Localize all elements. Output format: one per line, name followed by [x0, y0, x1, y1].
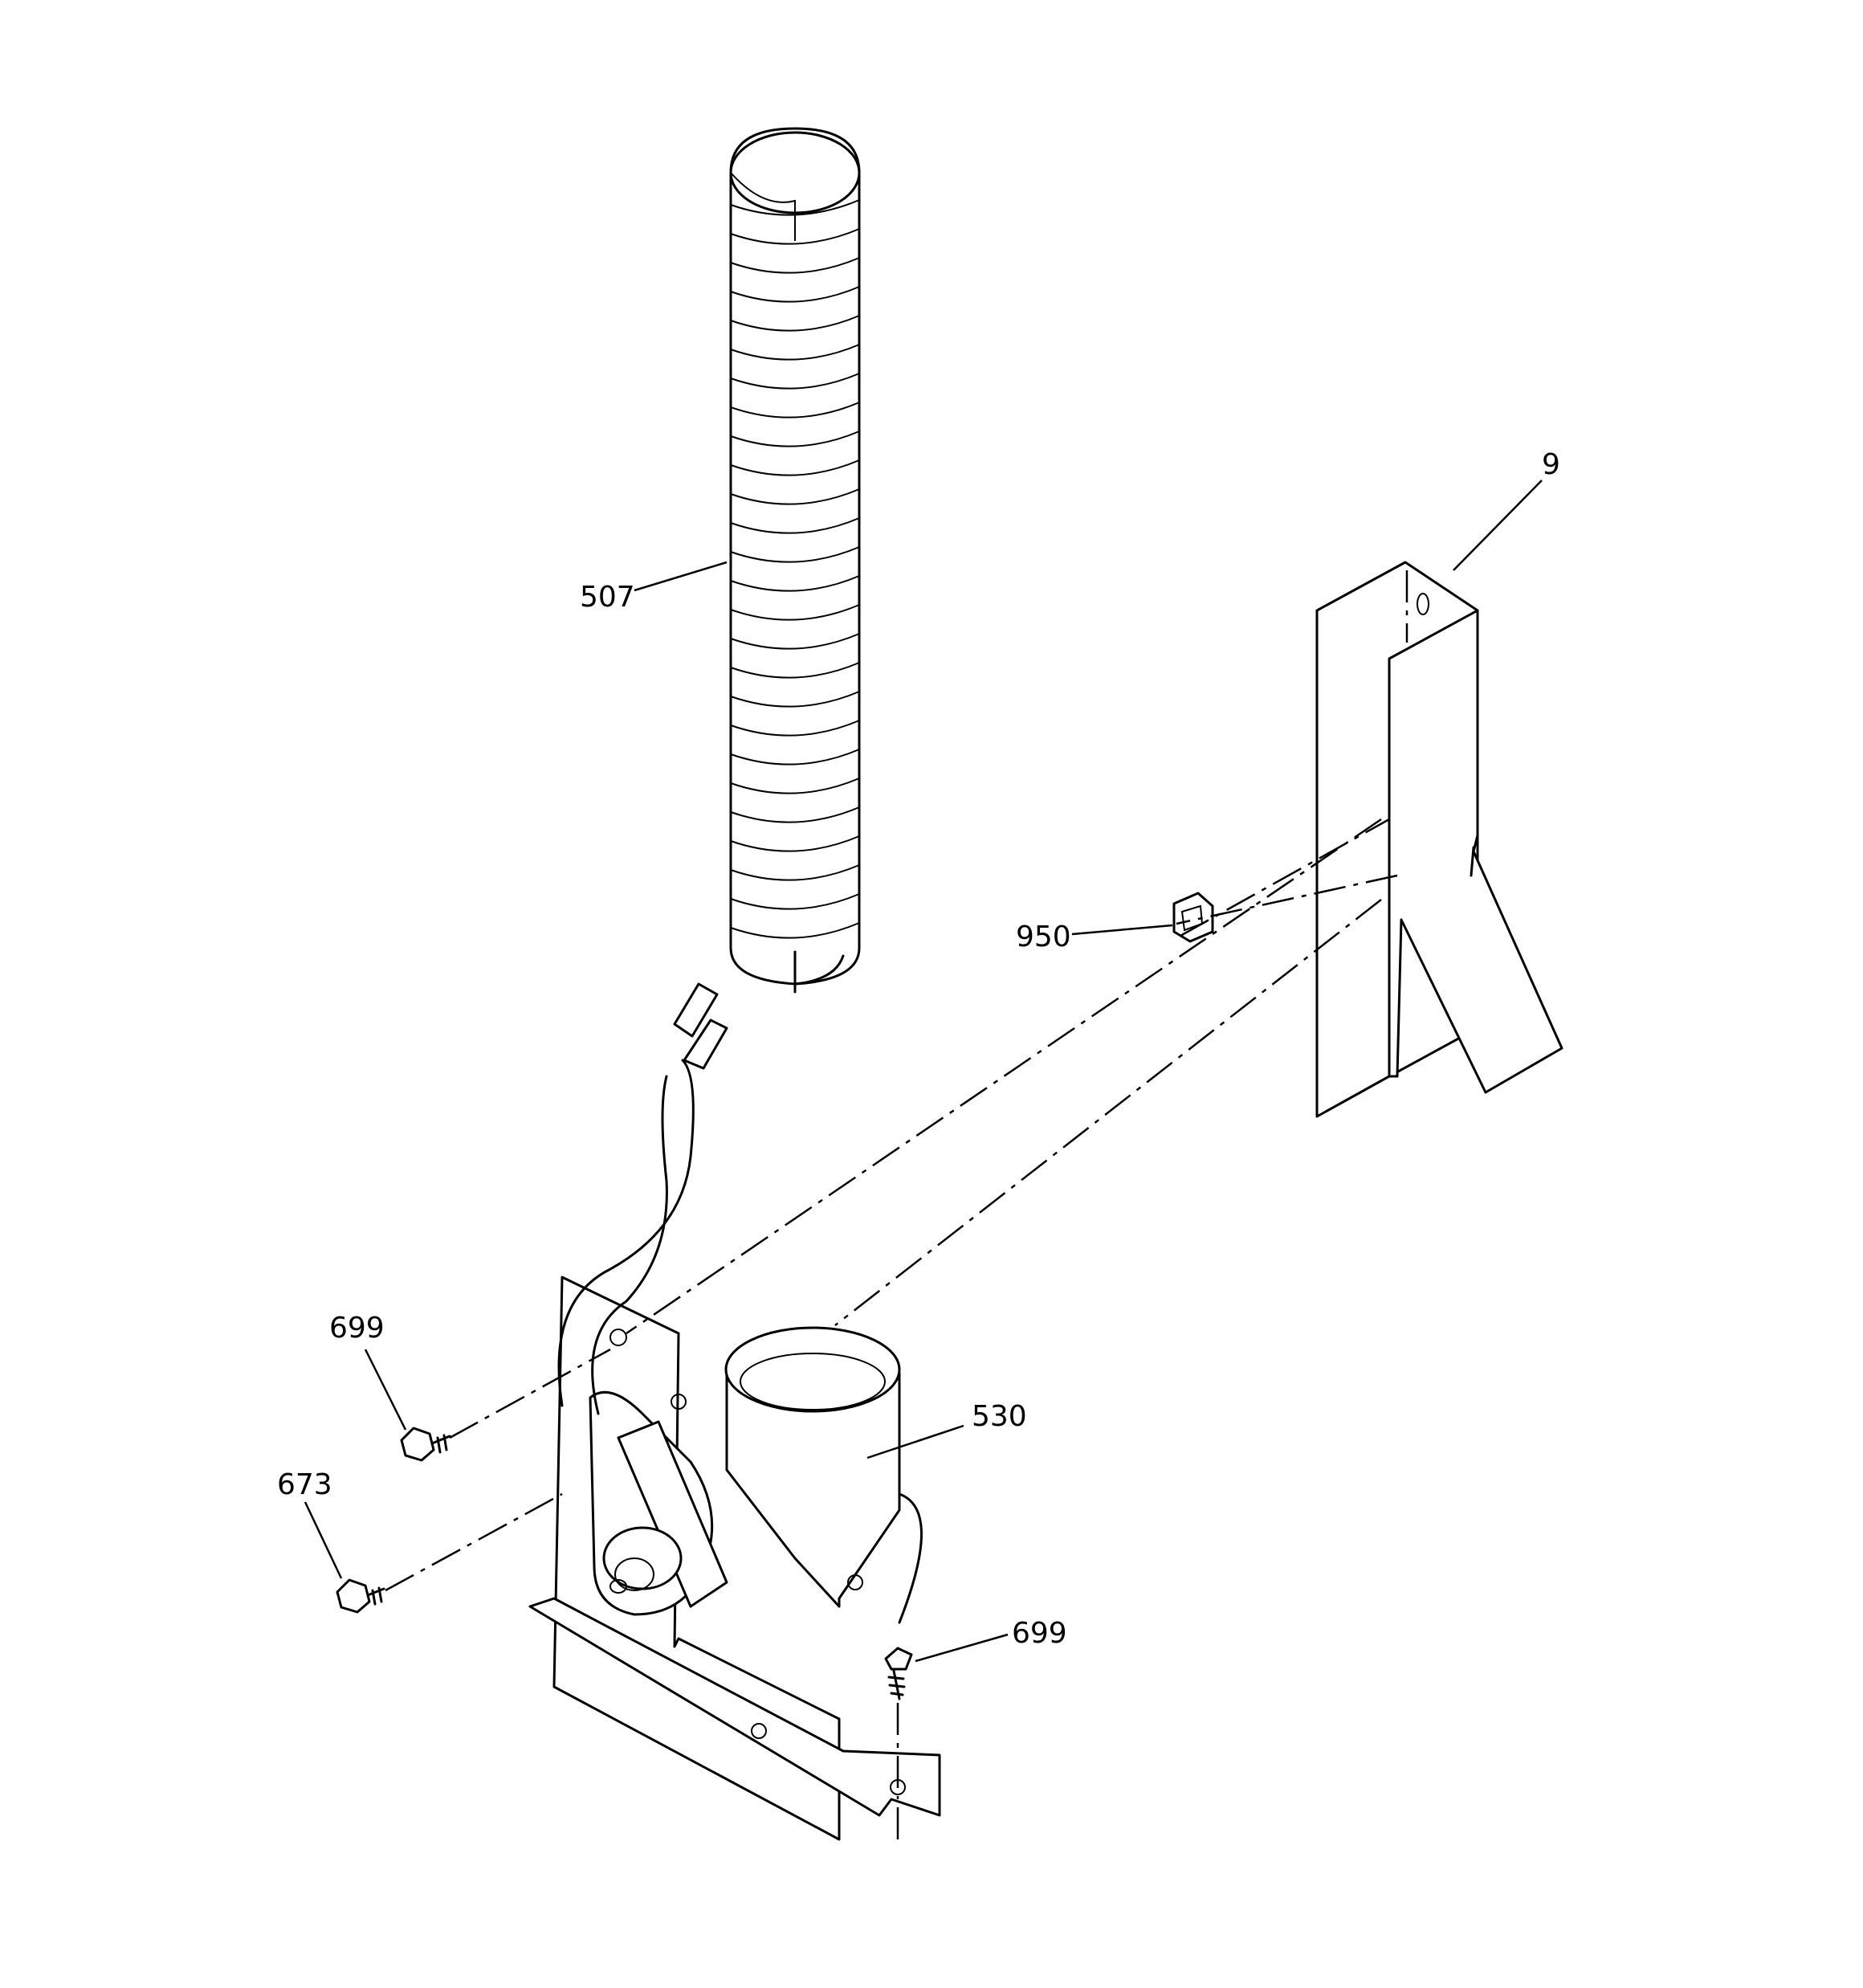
screw-673	[336, 1578, 385, 1614]
flexible-hose-507	[729, 127, 861, 994]
callout-530: 530	[972, 1400, 1027, 1433]
callout-507: 507	[580, 581, 635, 614]
screw-699-top	[400, 1427, 451, 1462]
clip-950	[1172, 892, 1214, 943]
alignment-lines	[385, 818, 1398, 1847]
callout-699-top: 699	[329, 1312, 385, 1345]
callout-699-bottom: 699	[1012, 1617, 1067, 1650]
duct-bracket-9	[1315, 561, 1563, 1118]
callout-9: 9	[1542, 448, 1560, 481]
callout-673: 673	[277, 1468, 332, 1501]
callout-950: 950	[1016, 921, 1071, 953]
leader-lines	[304, 480, 1543, 1663]
screw-699-bottom	[884, 1647, 913, 1700]
blower-assembly-530	[528, 982, 941, 1841]
